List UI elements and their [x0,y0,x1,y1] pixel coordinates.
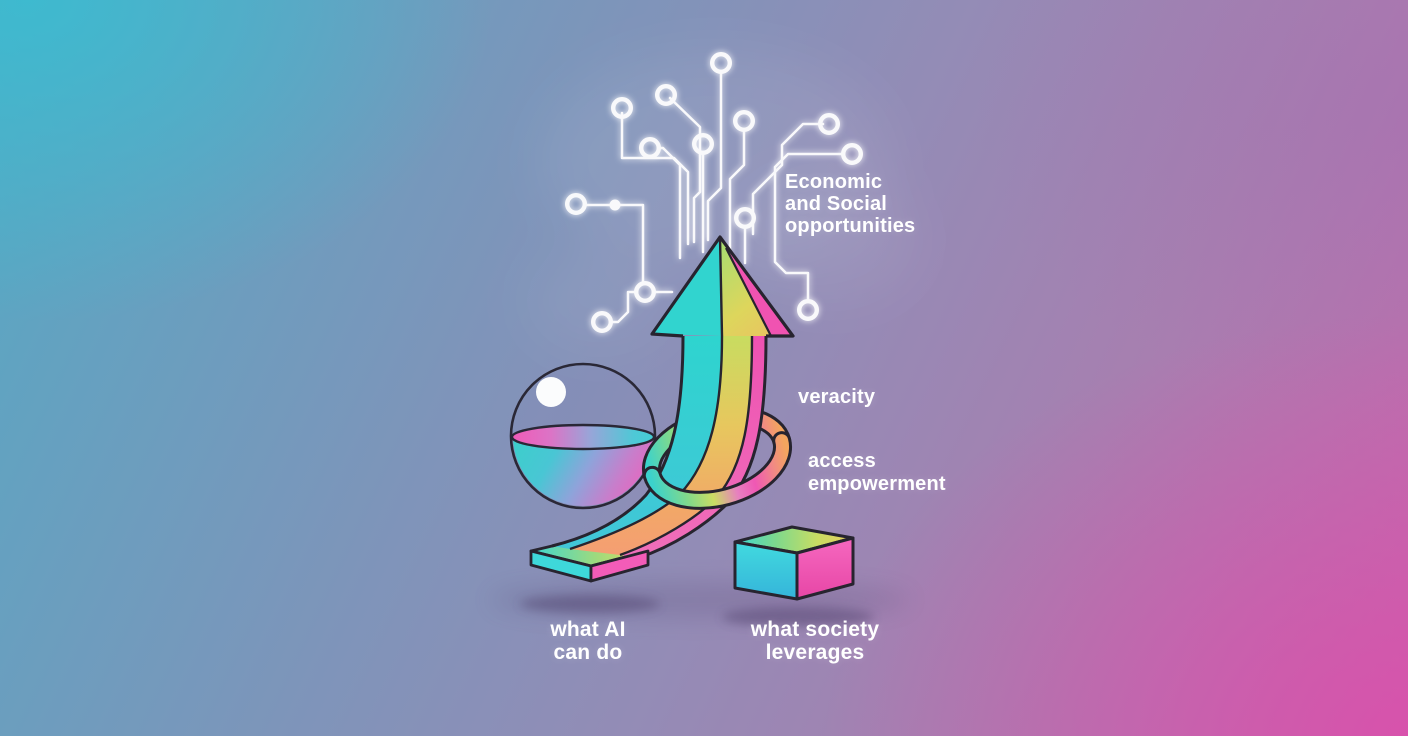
circuit-node-icon [734,206,757,229]
circuit-trace [668,96,702,244]
label-line: empowerment [808,473,946,495]
cube-right-face [795,536,855,601]
circuit-node-icon [797,299,820,322]
label-line: access [808,450,876,472]
circuit-trace [773,152,845,303]
circuit-trace [609,290,638,324]
sphere-highlight [536,377,566,407]
label-line: Economic [785,171,883,193]
circuit-nodes [565,52,864,334]
haze-glow [525,50,920,355]
circuit-node-icon [733,109,756,132]
circuit-trace [583,203,645,285]
platform-slab-front [529,549,650,583]
circuit-trace [751,122,825,236]
circuit-node-icon [841,142,864,165]
circuit-node-icon [634,281,657,304]
label-what-ai-can-do: what AI can do [488,618,688,664]
circuit-trace [706,70,723,242]
circuit-node-icon [692,132,715,155]
circuit-node-icon [710,52,733,75]
label-access-empowerment: access empowerment [808,450,946,496]
label-veracity: veracity [798,386,875,408]
label-line: opportunities [785,215,916,237]
arrow-shaft-left-edge [551,335,685,548]
orbit-ring-front [642,431,792,510]
liquid-sphere-icon [509,362,657,510]
label-line: veracity [798,386,876,408]
liquid-surface [510,423,656,451]
circuit-node-icon [655,83,678,106]
sphere-outline [509,362,657,510]
arrow-head-ridge [718,236,724,337]
circuit-dot [609,199,621,211]
label-line: and Social [785,193,888,215]
circuit-node-icon [818,112,841,135]
circuit-node-icon [591,311,614,334]
circuit-traces-icon [565,52,864,334]
orbit-ring-front-tube [645,434,789,507]
slab-right-face [589,549,650,583]
circuit-trace [728,128,746,254]
label-economic-social-opportunities: Economic and Social opportunities [785,171,915,237]
label-line: can do [553,641,623,664]
platform-cube-icon [733,525,855,601]
arrow-shaft-teal-face [552,336,722,549]
circuit-node-icon [565,192,588,215]
arrow-head-ridge2 [725,247,772,337]
label-line: what society [750,618,880,641]
circuit-node-icon [639,136,662,159]
label-line: what AI [550,618,626,641]
arrow-head-outline [650,235,795,338]
circuit-node-icon [611,96,634,119]
label-line: leverages [765,641,865,664]
cube-left-face [733,540,799,601]
label-what-society-leverages: what society leverages [715,618,915,664]
